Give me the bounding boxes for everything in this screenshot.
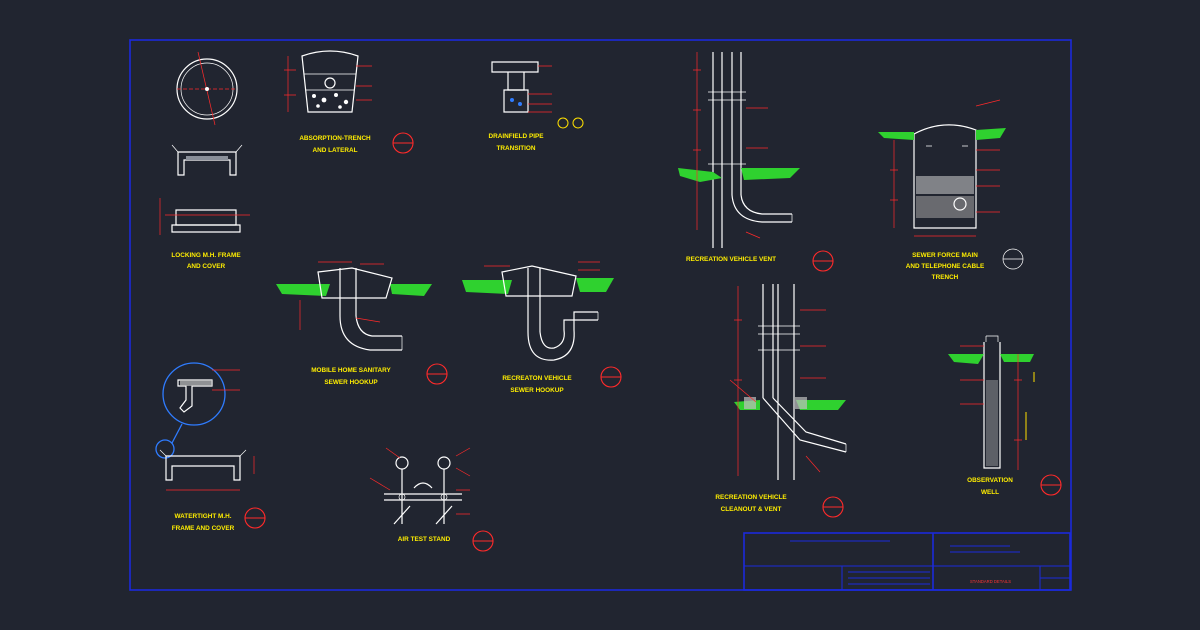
locking-mh-title-1: LOCKING M.H. FRAME xyxy=(171,252,241,259)
detail-observation-well: OBSERVATION WELL xyxy=(948,335,1062,496)
detail-watertight-mh: WATERTIGHT M.H. FRAME AND COVER xyxy=(155,362,266,532)
locking-mh-title-2: AND COVER xyxy=(187,263,226,270)
title-block-label: STANDARD DETAILS xyxy=(970,579,1011,584)
air-test-title: AIR TEST STAND xyxy=(398,536,451,543)
observation-well-title-2: WELL xyxy=(981,489,999,496)
rv-vent-title: RECREATION VEHICLE VENT xyxy=(686,256,776,263)
rv-cleanout-title-1: RECREATION VEHICLE xyxy=(715,494,787,501)
detail-mobile-home-hookup: MOBILE HOME SANITARY SEWER HOOKUP xyxy=(276,261,448,386)
sewer-force-main-title-3: TRENCH xyxy=(932,274,959,281)
detail-rv-vent: RECREATION VEHICLE VENT xyxy=(678,52,834,272)
mobile-home-title-1: MOBILE HOME SANITARY xyxy=(311,367,391,374)
detail-locking-mh-frame: LOCKING M.H. FRAME AND COVER xyxy=(159,51,250,270)
rv-sewer-title-1: RECREATON VEHICLE xyxy=(502,375,572,382)
detail-air-test-stand: AIR TEST STAND xyxy=(369,447,494,552)
detail-absorption-trench: ABSORPTION-TRENCH AND LATERAL xyxy=(284,50,414,154)
title-block: STANDARD DETAILS xyxy=(743,532,1071,591)
watertight-mh-title-2: FRAME AND COVER xyxy=(172,525,235,532)
rv-sewer-title-2: SEWER HOOKUP xyxy=(510,387,564,394)
mobile-home-title-2: SEWER HOOKUP xyxy=(324,379,378,386)
watertight-mh-title-1: WATERTIGHT M.H. xyxy=(174,513,231,520)
absorption-trench-title-2: AND LATERAL xyxy=(313,147,358,154)
drainfield-title-1: DRAINFIELD PIPE xyxy=(488,133,544,140)
sheet-border xyxy=(129,39,1072,591)
detail-drainfield-transition: DRAINFIELD PIPE TRANSITION xyxy=(488,61,584,152)
sewer-force-main-title-1: SEWER FORCE MAIN xyxy=(912,252,978,259)
observation-well-title-1: OBSERVATION xyxy=(967,477,1013,484)
detail-sewer-force-main: SEWER FORCE MAIN AND TELEPHONE CABLE TRE… xyxy=(878,99,1024,281)
absorption-trench-title-1: ABSORPTION-TRENCH xyxy=(299,135,371,142)
detail-rv-sewer-hookup: RECREATON VEHICLE SEWER HOOKUP xyxy=(462,261,622,394)
drainfield-title-2: TRANSITION xyxy=(496,145,535,152)
detail-rv-cleanout: RECREATION VEHICLE CLEANOUT & VENT xyxy=(715,284,847,518)
rv-cleanout-title-2: CLEANOUT & VENT xyxy=(721,506,782,513)
sewer-force-main-title-2: AND TELEPHONE CABLE xyxy=(906,263,985,270)
